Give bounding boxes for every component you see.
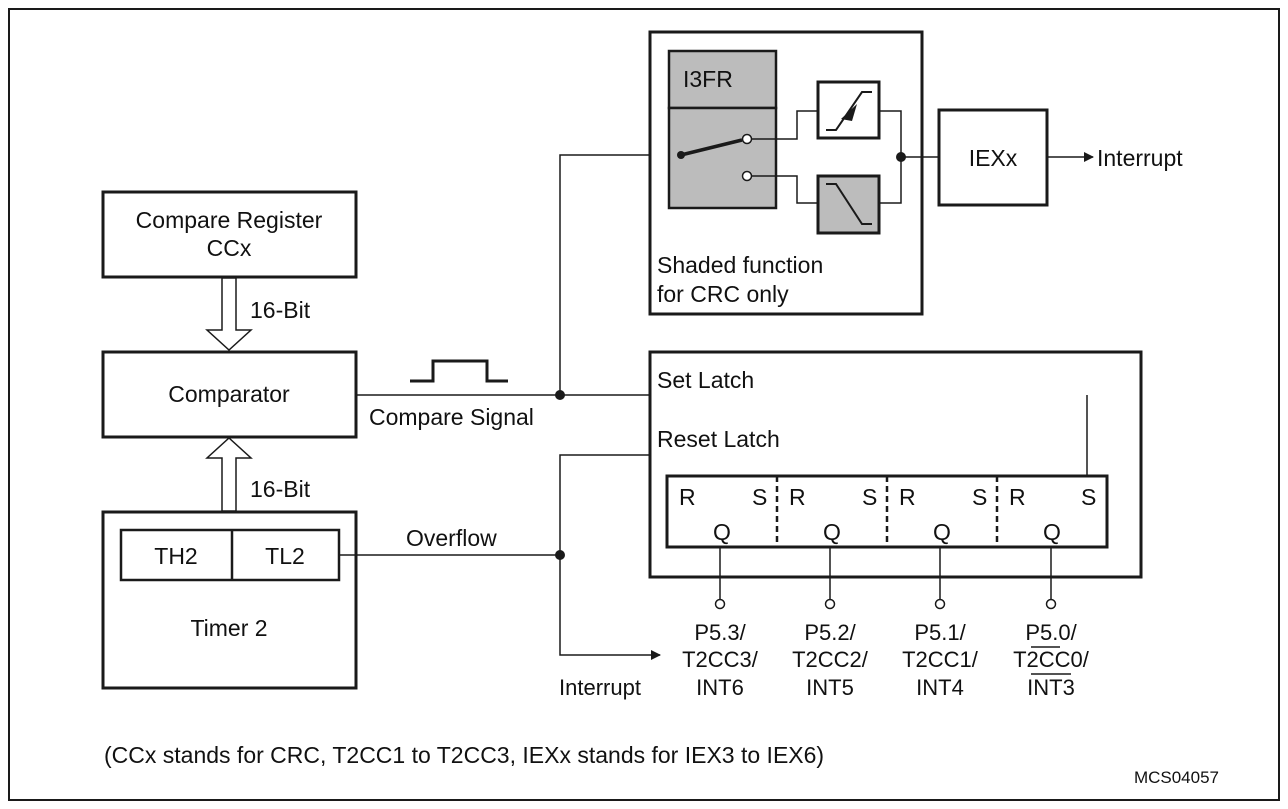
pin-terminal-icon [934,598,946,610]
svg-text:P5.2/: P5.2/ [804,620,856,645]
bus-width-top-label: 16-Bit [250,297,311,323]
svg-text:INT5: INT5 [806,675,854,700]
svg-text:INT6: INT6 [696,675,744,700]
th2-register: TH2 [154,543,197,569]
compare-to-switch-line [559,154,681,395]
svg-text:P5.0/: P5.0/ [1025,620,1077,645]
latch-q-output: Q [713,519,731,545]
svg-text:T2CC0/: T2CC0/ [1013,647,1090,672]
svg-text:INT4: INT4 [916,675,964,700]
pin-label-p5-1: P5.1/ T2CC1/ INT4 [902,620,979,700]
pin-label-p5-0: P5.0/ T2CC0/ INT3 [1013,620,1090,700]
latch-cell: R S Q [1009,484,1096,545]
pin-connection [1045,547,1057,610]
bus-arrow-down [205,277,253,352]
latch-s-input: S [862,484,877,510]
shaded-note-line1: Shaded function [657,252,823,278]
latch-q-output: Q [933,519,951,545]
latch-r-input: R [679,484,696,510]
pin-connection [824,547,836,610]
pin-label-p5-3: P5.3/ T2CC3/ INT6 [682,620,759,700]
figure-id: MCS04057 [1134,768,1219,787]
latch-cell: R S Q [899,484,987,545]
latch-s-input: S [752,484,767,510]
latch-q-output: Q [823,519,841,545]
comparator-block: Comparator [101,350,358,439]
svg-text:T2CC3/: T2CC3/ [682,647,759,672]
iexx-label: IEXx [969,145,1018,171]
svg-text:P5.1/: P5.1/ [914,620,966,645]
pin-terminal-icon [824,598,836,610]
pin-terminal-icon [1045,598,1057,610]
pin-connection [934,547,946,610]
svg-text:INT3: INT3 [1027,675,1075,700]
latch-r-input: R [1009,484,1026,510]
i3fr-label: I3FR [683,66,733,92]
compare-signal-label: Compare Signal [369,404,534,430]
tl2-register: TL2 [265,543,305,569]
compare-register-label-line2: CCx [207,235,252,261]
comparator-label: Comparator [168,381,290,407]
overflow-label: Overflow [406,525,497,551]
timer2-block: TH2 TL2 Timer 2 [101,510,358,690]
latch-s-input: S [1081,484,1096,510]
set-latch-label: Set Latch [657,367,754,393]
latch-r-input: R [899,484,916,510]
crc-function-box: I3FR Shaded function for CRC only [648,30,924,316]
timer2-label: Timer 2 [190,615,267,641]
overflow-interrupt-arrow [559,555,661,660]
reset-latch-label: Reset Latch [657,426,780,452]
top-interrupt-label: Interrupt [1097,145,1183,171]
pin-terminal-icon [714,598,726,610]
pin-connection [714,547,726,610]
latch-q-output: Q [1043,519,1061,545]
latch-s-input: S [972,484,987,510]
shaded-note-line2: for CRC only [657,281,789,307]
bottom-interrupt-label: Interrupt [559,675,641,700]
svg-text:T2CC1/: T2CC1/ [902,647,979,672]
footnote: (CCx stands for CRC, T2CC1 to T2CC3, IEX… [104,742,824,768]
edge-select-switch [667,106,778,210]
svg-text:T2CC2/: T2CC2/ [792,647,869,672]
compare-register-label-line1: Compare Register [136,207,323,233]
bus-arrow-up [205,436,253,512]
iexx-flag-block: IEXx [937,108,1049,207]
compare-pulse-waveform [410,359,508,383]
svg-text:P5.3/: P5.3/ [694,620,746,645]
pin-label-p5-2: P5.2/ T2CC2/ INT5 [792,620,869,700]
bus-width-bottom-label: 16-Bit [250,476,311,502]
latch-cell: R S Q [679,484,767,545]
compare-register-block: Compare Register CCx [101,190,358,279]
outer-frame [8,8,1280,801]
latch-cell: R S Q [789,484,877,545]
latch-r-input: R [789,484,806,510]
